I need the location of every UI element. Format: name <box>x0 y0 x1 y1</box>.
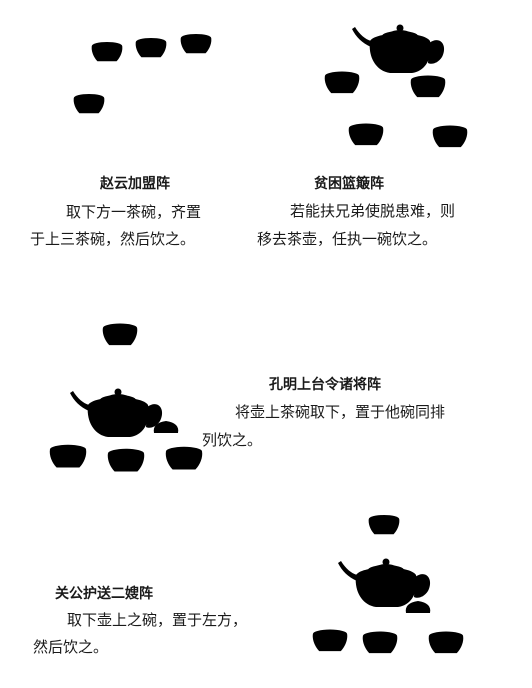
teapot-lid-icon <box>405 601 431 613</box>
section-text-line: 取下壶上之碗，置于左方， <box>67 611 248 629</box>
section-text-line: 将壶上茶碗取下，置于他碗同排 <box>235 403 446 421</box>
teacup-icon <box>107 448 145 472</box>
teacup-icon <box>410 75 446 98</box>
section-title: 孔明上台令诸将阵 <box>269 377 381 393</box>
illustration-zhaoyun-cups <box>73 34 212 114</box>
section-title: 贫困篮簸阵 <box>314 176 384 192</box>
teacup-icon <box>362 631 398 654</box>
teacup-icon <box>312 629 348 652</box>
illustration-kongming-pot-cups <box>49 323 203 472</box>
illustration-guangong-pot-cups <box>312 515 464 654</box>
teacup-icon <box>428 631 464 654</box>
teacup-icon <box>91 42 123 62</box>
teacup-icon <box>180 34 212 54</box>
teapot-icon <box>70 388 163 437</box>
section-text-line: 取下方一茶碗，齐置 <box>66 203 202 221</box>
section-text-line: 若能扶兄弟使脱患难，则 <box>290 202 456 220</box>
section-text-line: 列饮之。 <box>202 431 263 449</box>
teacup-icon <box>432 125 468 148</box>
section-text-line: 于上三茶碗，然后饮之。 <box>30 230 196 248</box>
section-title: 赵云加盟阵 <box>100 176 170 192</box>
teacup-icon <box>324 71 360 94</box>
teacup-icon <box>49 444 87 468</box>
teapot-icon <box>338 558 431 607</box>
teapot-icon <box>352 24 445 73</box>
teacup-icon <box>368 515 400 535</box>
illustration-pinkun-pot-cups <box>324 24 468 148</box>
section-text-line: 然后饮之。 <box>33 638 109 656</box>
teacup-icon <box>135 38 167 58</box>
teacup-icon <box>102 323 138 346</box>
teacup-icon <box>165 446 203 470</box>
section-text-line: 移去茶壶，任执一碗饮之。 <box>257 230 438 248</box>
teacup-icon <box>348 123 384 146</box>
section-title: 关公护送二嫂阵 <box>55 586 153 602</box>
teacup-icon <box>73 94 105 114</box>
